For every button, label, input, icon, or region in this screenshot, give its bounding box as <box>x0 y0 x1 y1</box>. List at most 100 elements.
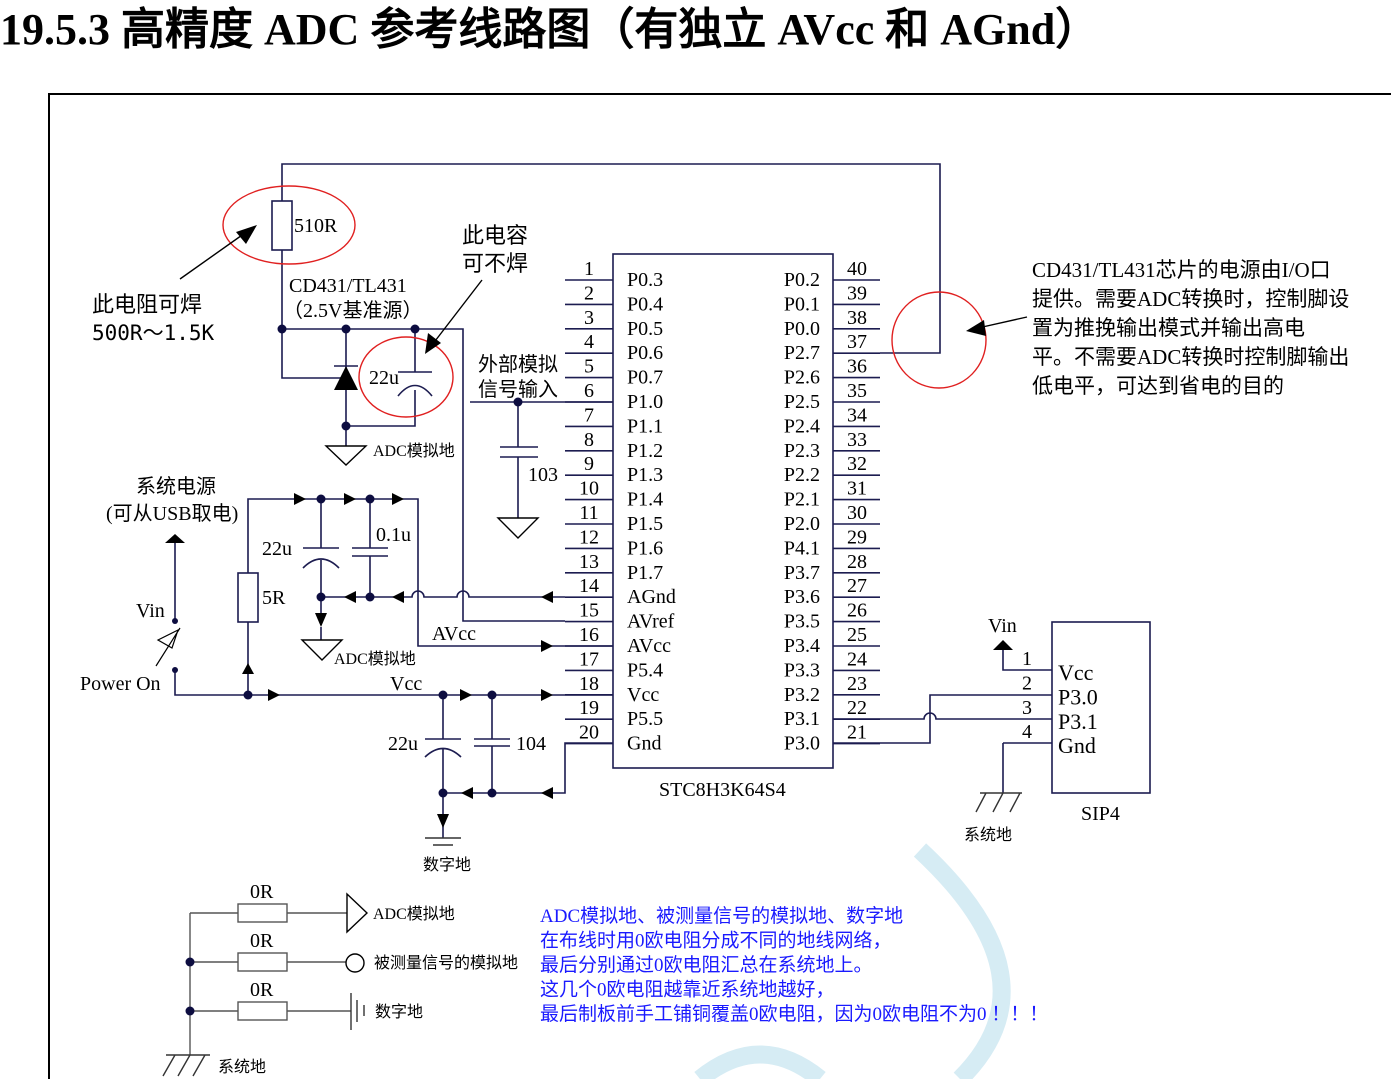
pin-name: P1.0 <box>627 391 663 413</box>
sip4-name: SIP4 <box>1081 803 1120 825</box>
analog-ground-icon <box>300 639 344 661</box>
g2-label: 被测量信号的模拟地 <box>374 954 518 972</box>
pin-name: P1.3 <box>627 464 663 486</box>
avcc-cap1-label: 22u <box>262 538 292 560</box>
input-label-2: 信号输入 <box>478 378 558 401</box>
pin-number: 26 <box>847 600 867 622</box>
power-circuit <box>155 493 613 846</box>
pin-number: 16 <box>579 624 599 646</box>
sip4-ground-label: 系统地 <box>964 826 1012 844</box>
watermark <box>694 843 1011 1079</box>
avcc-net-label: AVcc <box>432 623 476 645</box>
pin-number: 7 <box>584 404 594 426</box>
ground-icon <box>496 517 540 539</box>
avcc-cap2-label: 0.1u <box>376 524 411 546</box>
system-ground-icon <box>975 792 1022 813</box>
switch-icon <box>155 627 181 667</box>
pin-name: P0.4 <box>627 293 663 315</box>
pin-number: 27 <box>847 575 867 597</box>
sip4-pin-name: P3.1 <box>1058 709 1098 734</box>
pin-name: P1.4 <box>627 489 663 511</box>
pin-name: P0.0 <box>784 318 820 340</box>
pin-name: P2.7 <box>784 342 820 364</box>
pin-number: 33 <box>847 429 867 451</box>
pin-name: P4.1 <box>784 537 820 559</box>
page-title: 19.5.3 高精度 ADC 参考线路图（有独立 AVcc 和 AGnd） <box>0 5 1099 54</box>
pin-number: 15 <box>579 600 599 622</box>
pin-number: 29 <box>847 526 867 548</box>
pin-name: P0.3 <box>627 269 663 291</box>
pin-number: 2 <box>584 282 594 304</box>
ic-desc: （2.5V基准源） <box>283 299 422 322</box>
pin-number: 40 <box>847 258 867 280</box>
note-line: 低电平，可达到省电的目的 <box>1032 374 1284 398</box>
vcc-cap2-label: 104 <box>516 733 546 755</box>
pin-number: 24 <box>847 648 867 670</box>
control-pin-note: CD431/TL431芯片的电源由I/O口提供。需要ADC转换时，控制脚设置为推… <box>1032 258 1349 398</box>
pin-number: 13 <box>579 551 599 573</box>
power-subtitle: (可从USB取电) <box>106 502 238 525</box>
note-line: 最后分别通过0欧电阻汇总在系统地上。 <box>540 954 873 976</box>
sip4-pin-number: 4 <box>1022 721 1032 743</box>
pin-number: 20 <box>579 722 599 744</box>
chip-name: STC8H3K64S4 <box>659 779 786 801</box>
system-ground-icon <box>162 1054 210 1077</box>
pin-number: 32 <box>847 453 867 475</box>
pin-name: Vcc <box>627 684 659 706</box>
ic-name: CD431/TL431 <box>289 275 407 297</box>
pin-name: P5.5 <box>627 708 663 730</box>
pin-name: P2.1 <box>784 489 820 511</box>
reference-circuit <box>179 163 1028 622</box>
frame <box>48 93 1391 1079</box>
pin-number: 25 <box>847 624 867 646</box>
ground-network <box>162 892 369 1077</box>
pin-name: P3.3 <box>784 659 820 681</box>
digital-ground-icon <box>425 837 461 846</box>
pin-number: 18 <box>579 673 599 695</box>
resistor-note: 此电阻可焊 <box>92 292 202 317</box>
note-line: ADC模拟地、被测量信号的模拟地、数字地 <box>540 905 903 927</box>
pin-number: 8 <box>584 429 594 451</box>
pin-name: P3.6 <box>784 586 820 608</box>
pin-number: 6 <box>584 380 594 402</box>
cap-note-1: 此电容 <box>462 223 528 248</box>
resistor-range: 500R～1.5K <box>92 321 215 345</box>
analog-ground-icon <box>324 445 368 466</box>
pin-number: 23 <box>847 673 867 695</box>
pin-name: P0.2 <box>784 269 820 291</box>
sip4-pin-number: 1 <box>1022 648 1032 670</box>
vin-arrow-icon <box>165 534 185 543</box>
pin-number: 3 <box>584 307 594 329</box>
pin-name: P1.7 <box>627 562 663 584</box>
note-line: 在布线时用0欧电阻分成不同的地线网络， <box>540 930 892 952</box>
pin-name: P3.5 <box>784 611 820 633</box>
pin-name: P1.1 <box>627 415 663 437</box>
note-line: 提供。需要ADC转换时，控制脚设 <box>1032 287 1349 311</box>
pin-number: 31 <box>847 478 867 500</box>
note-line: 这几个0欧电阻越靠近系统地越好， <box>540 979 835 1001</box>
pin-name: P2.2 <box>784 464 820 486</box>
sip4-connector <box>833 621 1151 813</box>
r0-1-label: 0R <box>250 881 274 903</box>
dgnd-label: 数字地 <box>423 856 471 874</box>
g3-label: 数字地 <box>375 1003 423 1021</box>
cap-note-2: 可不焊 <box>462 251 528 276</box>
pin-name: P0.1 <box>784 293 820 315</box>
resistor-5r <box>237 572 259 623</box>
pin-number: 14 <box>579 575 599 597</box>
g1-label: ADC模拟地 <box>373 905 455 923</box>
pin-number: 17 <box>579 648 599 670</box>
system-ground-label: 系统地 <box>218 1058 266 1076</box>
pin-number: 34 <box>847 404 867 426</box>
pin-name: P3.7 <box>784 562 820 584</box>
pin-number: 37 <box>847 331 867 353</box>
pin-number: 22 <box>847 697 867 719</box>
pin-name: P3.1 <box>784 708 820 730</box>
pin-number: 4 <box>584 331 594 353</box>
switch-label: Power On <box>80 673 161 695</box>
note-line: CD431/TL431芯片的电源由I/O口 <box>1032 258 1331 282</box>
highlight-capacitor <box>358 336 454 418</box>
highlight-resistor <box>222 185 356 265</box>
